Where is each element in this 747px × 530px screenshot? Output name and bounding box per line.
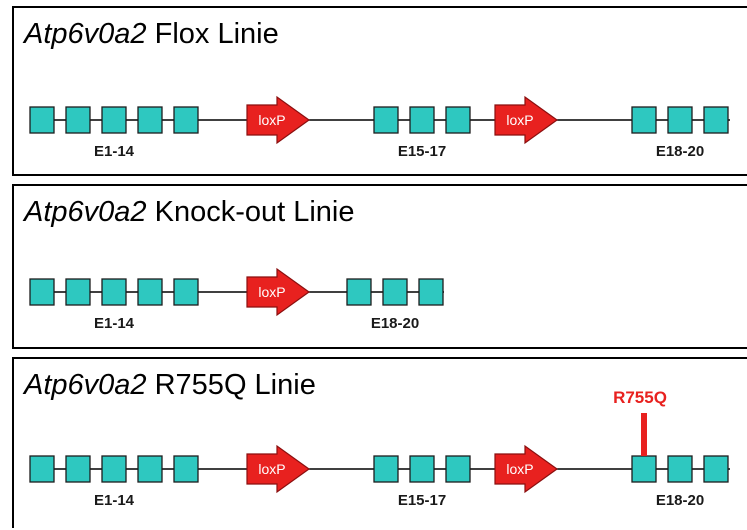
exon-box	[65, 278, 91, 306]
loxp-label: loxP	[258, 112, 285, 128]
exon-group-label: E15-17	[398, 492, 446, 509]
exon-group: E15-17	[373, 455, 471, 509]
exon-group-label: E18-20	[656, 492, 704, 509]
line-label: Flox Linie	[154, 18, 279, 50]
exon-box	[667, 455, 693, 483]
exon-group: E15-17	[373, 106, 471, 160]
exon-box	[418, 278, 444, 306]
loxp-site: loxP	[494, 444, 559, 494]
exon-box	[373, 106, 399, 134]
flox-gene-diagram: E1-14 E15-17 E18-20 loxP loxP	[29, 95, 730, 160]
line-label: R755Q Linie	[154, 369, 316, 401]
point-mutation-marker: R755Q	[613, 388, 667, 456]
gene-name: Atp6v0a2	[24, 18, 147, 50]
exon-group: E18-20	[631, 455, 729, 509]
mutation-label: R755Q	[613, 388, 667, 407]
exon-box	[445, 106, 471, 134]
exon-box	[631, 106, 657, 134]
exon-group: E18-20	[346, 278, 444, 332]
panel-title: Atp6v0a2 R755Q Linie	[24, 369, 316, 402]
exon-box	[65, 106, 91, 134]
exon-group: E1-14	[29, 455, 199, 509]
gene-name: Atp6v0a2	[24, 196, 147, 228]
exon-group-label: E15-17	[398, 143, 446, 160]
loxp-site: loxP	[246, 267, 311, 317]
loxp-site: loxP	[246, 444, 311, 494]
loxp-arrow-icon	[494, 95, 559, 145]
exon-box	[373, 455, 399, 483]
exon-box	[101, 106, 127, 134]
exon-group: E1-14	[29, 106, 199, 160]
exon-box	[137, 106, 163, 134]
exon-box	[65, 455, 91, 483]
loxp-site: loxP	[494, 95, 559, 145]
exon-box	[409, 455, 435, 483]
exon-box	[631, 455, 657, 483]
exon-group-label: E18-20	[371, 315, 419, 332]
panel-title: Atp6v0a2 Knock-out Linie	[24, 196, 355, 229]
r755q-gene-diagram: E1-14 E15-17 E18-20 loxP loxP R755Q	[29, 388, 730, 509]
exon-box	[101, 455, 127, 483]
loxp-arrow-icon	[494, 444, 559, 494]
exon-box	[137, 278, 163, 306]
loxp-label: loxP	[258, 461, 285, 477]
exon-box	[409, 106, 435, 134]
loxp-label: loxP	[506, 112, 533, 128]
exon-group: E1-14	[29, 278, 199, 332]
knockout-line-panel: Atp6v0a2 Knock-out Linie E1-14 E18-20 loxP	[12, 184, 747, 349]
loxp-arrow-icon	[246, 267, 311, 317]
exon-box	[101, 278, 127, 306]
panel-title: Atp6v0a2 Flox Linie	[24, 18, 279, 51]
loxp-arrow-icon	[246, 95, 311, 145]
exon-group-label: E1-14	[94, 492, 135, 509]
loxp-site: loxP	[246, 95, 311, 145]
exon-group-label: E1-14	[94, 315, 135, 332]
mutation-bar	[641, 413, 647, 456]
exon-box	[173, 278, 199, 306]
exon-box	[445, 455, 471, 483]
exon-group-label: E1-14	[94, 143, 135, 160]
exon-group-label: E18-20	[656, 143, 704, 160]
flox-line-panel: Atp6v0a2 Flox Linie E1-14 E15-17 E18-20 lox…	[12, 6, 747, 176]
loxp-arrow-icon	[246, 444, 311, 494]
exon-box	[29, 106, 55, 134]
loxp-label: loxP	[506, 461, 533, 477]
exon-box	[29, 278, 55, 306]
exon-box	[667, 106, 693, 134]
exon-box	[137, 455, 163, 483]
knockout-gene-diagram: E1-14 E18-20 loxP	[29, 267, 444, 332]
loxp-label: loxP	[258, 284, 285, 300]
exon-box	[703, 455, 729, 483]
exon-box	[346, 278, 372, 306]
exon-box	[173, 106, 199, 134]
r755q-line-panel: Atp6v0a2 R755Q Linie E1-14 E15-17 E18-20 lo…	[12, 357, 747, 528]
gene-name: Atp6v0a2	[24, 369, 147, 401]
exon-box	[173, 455, 199, 483]
exon-box	[703, 106, 729, 134]
line-label: Knock-out Linie	[154, 196, 355, 228]
exon-box	[29, 455, 55, 483]
exon-box	[382, 278, 408, 306]
exon-group: E18-20	[631, 106, 729, 160]
